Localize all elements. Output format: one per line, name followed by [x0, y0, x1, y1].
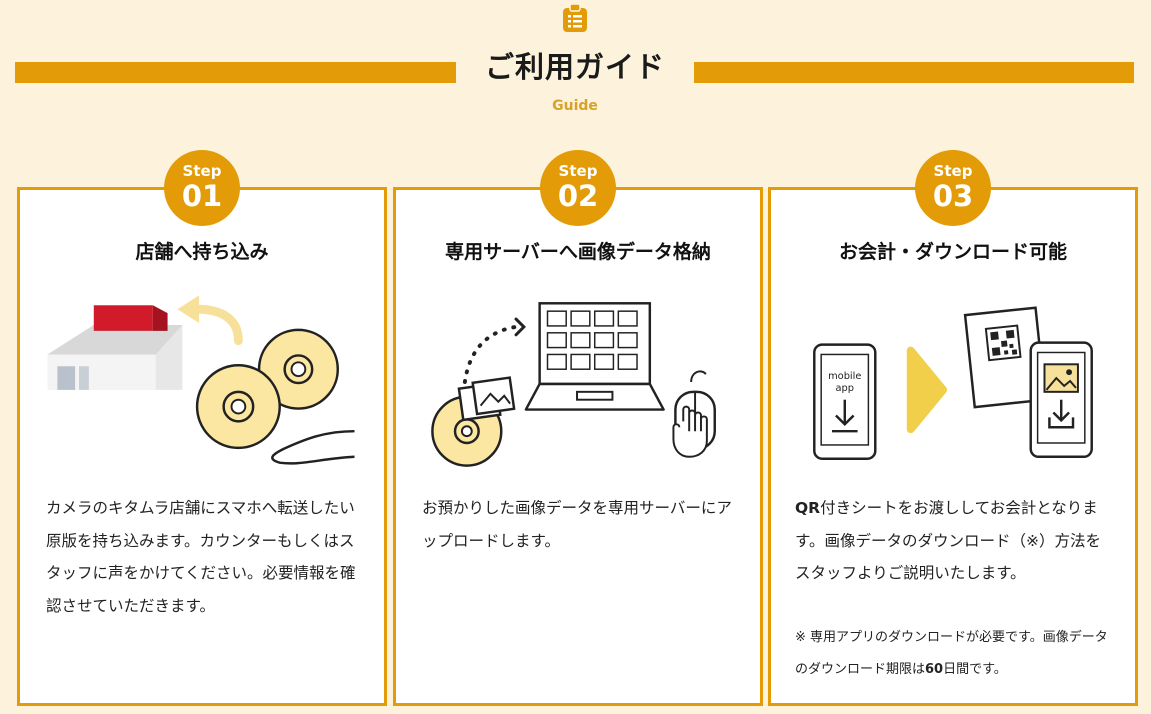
note-text: ※ 専用アプリのダウンロードが必要です。画像データのダウンロード期限は	[795, 630, 1108, 677]
step-label: Step	[933, 162, 973, 180]
qr-download-illustration: mobile app	[813, 306, 1093, 460]
store-disc-illustration	[47, 295, 355, 465]
header-bar-left	[15, 62, 456, 83]
note-text-end: 日間です。	[943, 662, 1007, 677]
step-number: 03	[932, 179, 974, 213]
step-card-2: 専用サーバーへ画像データ格納 お預かりした画像データを専用サーバーにアップロード	[393, 187, 763, 706]
step-card-3: お会計・ダウンロード可能 mobile app QR付きシートをお渡ししてお会計…	[768, 187, 1138, 706]
step-title: 店舗へ持ち込み	[135, 241, 269, 263]
step-description: QR付きシートをお渡ししてお会計となります。画像データのダウンロード（※）方法を…	[795, 492, 1115, 590]
header-bar-right	[694, 62, 1134, 83]
phone-label-app: app	[836, 383, 855, 394]
page-title: ご利用ガイド	[484, 50, 665, 84]
step-description-text: 付きシートをお渡ししてお会計となります。画像データのダウンロード（※）方法をスタ…	[795, 499, 1101, 582]
step-badge-2: Step 02	[540, 150, 616, 226]
step-title: お会計・ダウンロード可能	[838, 241, 1067, 263]
step-label: Step	[558, 162, 598, 180]
phone-label-mobile: mobile	[828, 371, 861, 382]
step-badge-1: Step 01	[164, 150, 240, 226]
server-upload-illustration	[431, 302, 716, 467]
step-number: 01	[181, 179, 223, 213]
step-card-1: 店舗へ持ち込み カメラのキタムラ店舗にスマホへ転送したい原版を持ち込みます。カウ…	[17, 187, 387, 706]
note-days: 60	[925, 662, 944, 677]
qr-label: QR	[795, 499, 821, 517]
step-title: 専用サーバーへ画像データ格納	[445, 241, 711, 263]
step-label: Step	[182, 162, 222, 180]
step-number: 02	[557, 179, 599, 213]
step-badge-3: Step 03	[915, 150, 991, 226]
step-description: お預かりした画像データを専用サーバーにアップロードします。	[422, 499, 732, 550]
step-note: ※ 専用アプリのダウンロードが必要です。画像データのダウンロード期限は60日間で…	[795, 622, 1115, 686]
step-description: カメラのキタムラ店舗にスマホへ転送したい原版を持ち込みます。カウンターもしくはス…	[46, 499, 356, 615]
page-subtitle: Guide	[552, 98, 598, 114]
clipboard-list-icon	[563, 3, 587, 32]
